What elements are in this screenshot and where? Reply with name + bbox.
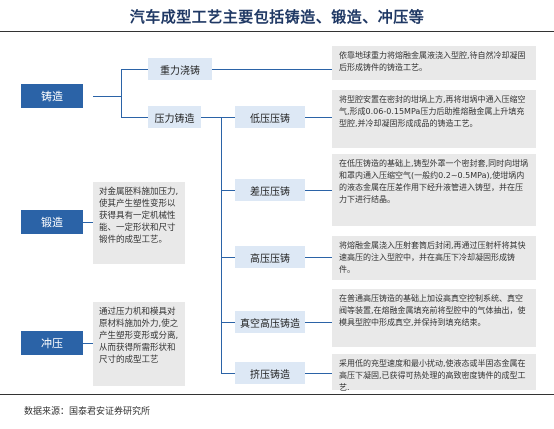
connector-pressure-branch xyxy=(201,117,221,118)
page-title: 汽车成型工艺主要包括铸造、锻造、冲压等 xyxy=(129,8,425,26)
connector-lp-desc xyxy=(305,117,332,118)
top-divider xyxy=(0,31,554,32)
connector-sq xyxy=(221,373,235,374)
pressure-casting: 压力铸造 xyxy=(148,106,201,128)
connector-lp xyxy=(221,117,235,118)
gravity-casting: 重力浇铸 xyxy=(148,58,212,80)
vacuum-high-pressure-description: 在普通高压铸造的基础上加设高真空控制系统、真空阀等装置,在熔融金属填充前将型腔中… xyxy=(332,289,536,347)
process-forging: 锻造 xyxy=(21,210,83,234)
connector-casting-main xyxy=(93,96,121,97)
vacuum-high-pressure-casting: 真空高压铸造 xyxy=(235,311,305,333)
connector-vhp xyxy=(221,322,235,323)
gravity-casting-description: 依靠地球重力将熔融金属液浇入型腔,待自然冷却凝固后形成铸件的铸造工艺。 xyxy=(332,46,536,80)
connector-gravity-desc xyxy=(212,69,332,70)
differential-pressure-die-casting: 差压压铸 xyxy=(235,179,305,201)
high-pressure-die-casting: 高压压铸 xyxy=(235,246,305,268)
connector-casting-spine xyxy=(121,69,122,117)
stamping-description: 通过压力机和模具对原材料施加外力,使之产生塑形变形或分离,从而获得所需形状和尺寸… xyxy=(93,302,185,386)
differential-pressure-description: 在低压铸造的基础上,铸型外罩一个密封套,同时向坩埚和罩内通入压缩空气(一般约0.… xyxy=(332,154,536,226)
bottom-divider xyxy=(0,394,554,395)
squeeze-casting-description: 采用低的充型速度和最小扰动,使液态或半固态金属在高压下凝固,已获得可热处理的高致… xyxy=(332,354,536,392)
connector-dp-desc xyxy=(305,190,332,191)
connector-hp xyxy=(221,257,235,258)
low-pressure-die-casting: 低压压铸 xyxy=(235,106,305,128)
connector-stamping-desc xyxy=(83,343,93,344)
connector-dp xyxy=(221,190,235,191)
connector-sq-desc xyxy=(305,373,332,374)
squeeze-casting: 挤压铸造 xyxy=(235,362,305,384)
connector-vhp-desc xyxy=(305,322,332,323)
connector-pressure xyxy=(121,117,148,118)
connector-pressure-spine xyxy=(221,117,222,373)
connector-forging-desc xyxy=(83,222,93,223)
connector-gravity xyxy=(121,69,148,70)
process-stamping: 冲压 xyxy=(21,331,83,355)
high-pressure-description: 将熔融金属浇入压射套筒后封闭,再通过压射杆将其快速高压的注入型腔中，并在高压下冷… xyxy=(332,236,536,280)
source-note: 数据来源：国泰君安证券研究所 xyxy=(24,407,151,417)
process-casting: 铸造 xyxy=(21,84,83,108)
connector-hp-desc xyxy=(305,257,332,258)
low-pressure-description: 将型腔安置在密封的坩埚上方,再将坩埚中通入压缩空气,形成0.06-0.15MPa… xyxy=(332,90,536,148)
forging-description: 对金属胚料施加压力,使其产生塑性变形以获得具有一定机械性能、一定形状和尺寸锻件的… xyxy=(93,182,185,264)
